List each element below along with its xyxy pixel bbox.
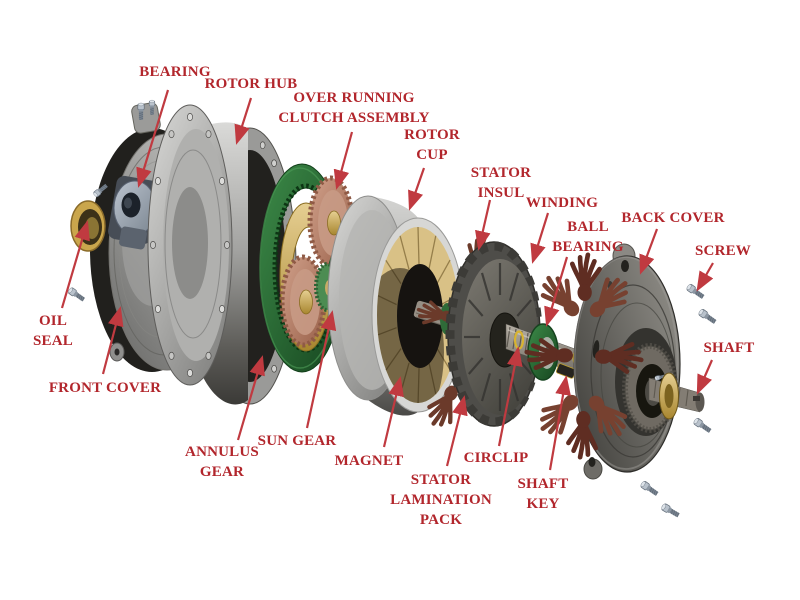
arrow-stator-insul	[475, 199, 492, 251]
arrow-rotor-cup	[408, 167, 426, 211]
arrow-shaft	[696, 359, 714, 395]
arrow-screw	[696, 262, 714, 292]
arrow-ball-bearing	[544, 256, 569, 327]
arrow-magnet	[382, 376, 404, 448]
arrow-rotor-hub	[234, 97, 253, 145]
arrow-front-cover	[101, 306, 124, 375]
arrow-stator-lamination-pack	[445, 395, 468, 467]
arrow-annulus-gear	[236, 355, 265, 441]
arrow-winding	[530, 212, 550, 264]
arrow-shaft-key	[548, 375, 571, 471]
arrow-back-cover	[639, 228, 659, 275]
arrow-oil-seal	[60, 220, 90, 309]
arrow-bearing	[136, 89, 170, 188]
arrow-sun-gear	[305, 310, 337, 429]
bearing-part	[113, 180, 157, 250]
stator-lamination-part	[445, 241, 543, 427]
arrow-circlip	[497, 346, 523, 447]
arrow-over-running-clutch-assembly	[333, 131, 354, 190]
shaft-tip-part	[648, 372, 705, 420]
